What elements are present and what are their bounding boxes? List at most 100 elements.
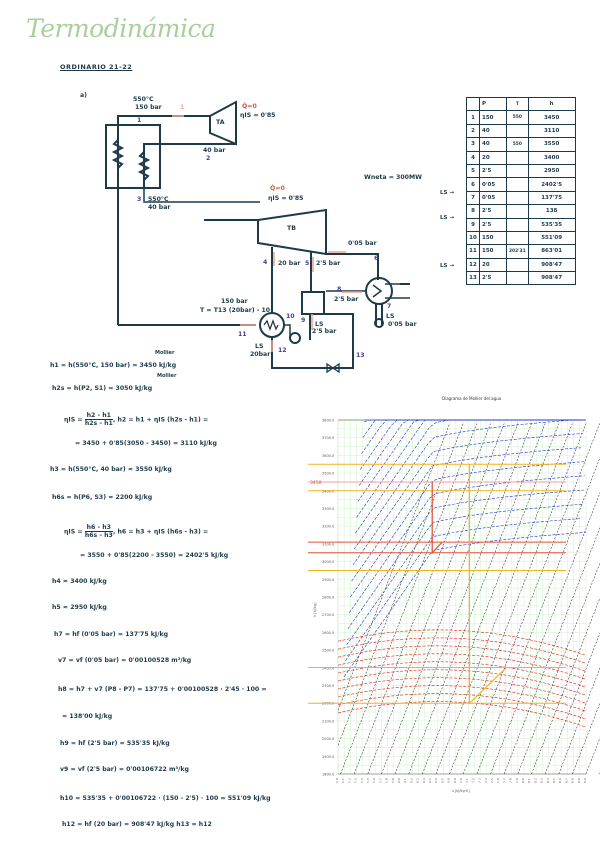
deaerator (301, 291, 325, 315)
quality-line (337, 685, 587, 712)
equation-line: = 3550 + 0'85(2200 - 3550) = 2402'5 kJ/k… (80, 552, 229, 559)
equation-line: h9 = hf (2'5 bar) = 535'35 kJ/kg (60, 740, 170, 747)
table-cell: 40 (479, 137, 507, 152)
isobar-line (337, 423, 464, 746)
quality-line (337, 701, 587, 728)
problem-label: a) (80, 92, 88, 99)
x-tick-label: 7.9 (515, 778, 519, 783)
y-tick-label: 2900.0 (322, 578, 334, 582)
heater-temp: T = T13 (20bar) - 10 (200, 307, 271, 314)
expansion-valve (326, 362, 340, 374)
x-tick-label: 6.0 (397, 778, 401, 783)
quality-line (337, 669, 587, 696)
equation-line: h3 = h(550°C, 40 bar) ≈ 3550 kJ/kg (50, 466, 172, 473)
x-tick-label: 5.9 (391, 778, 395, 783)
state3-temp: 550°C (148, 196, 169, 203)
exam-subtitle: ORDINARIO 21-22 (60, 63, 133, 71)
state-6-label: 6 (374, 255, 379, 262)
chart-title: Diagrama de Mollier del agua (442, 396, 502, 401)
equation-line: = 138'00 kJ/kg (62, 713, 113, 720)
equation-line: h5 ≈ 2950 kJ/kg (52, 604, 107, 611)
table-cell: 2'5 (479, 271, 507, 286)
isotherm-line (363, 419, 582, 423)
x-tick-label: 7.5 (490, 778, 494, 783)
x-tick-label: 5.1 (341, 778, 345, 783)
table-cell: 150 (479, 110, 507, 125)
x-tick-label: 6.5 (428, 778, 432, 783)
x-axis-label: s [kJ/kg·K] (452, 789, 470, 793)
x-tick-label: 8.2 (533, 778, 537, 783)
equation-line: = 3450 + 0'85(3050 - 3450) = 3110 kJ/kg (75, 440, 217, 447)
lp-turbine-q: Q̇=0 (270, 185, 285, 192)
x-tick-label: 5.5 (366, 778, 370, 783)
table-cell: 2402'5 (527, 177, 576, 192)
y-tick-label: 3100.0 (322, 542, 334, 546)
condenser-symbol (372, 284, 383, 298)
x-tick-label: 8.7 (564, 778, 568, 783)
heater-ls-press: 20bar (250, 351, 271, 358)
boiler (105, 124, 161, 189)
y-tick-label: 1800.0 (322, 773, 334, 777)
heater-coil (263, 319, 279, 331)
quality-line (337, 637, 587, 664)
isotherm-line (356, 419, 586, 518)
x-tick-label: 8.0 (521, 778, 525, 783)
y-tick-label: 2300.0 (322, 684, 334, 688)
y-tick-label: 2000.0 (322, 737, 334, 741)
x-tick-label: 6.6 (434, 778, 438, 783)
isotherm-line (353, 419, 584, 550)
isobar-line (476, 456, 600, 775)
state-2-label: 2 (206, 155, 211, 162)
ls-marker-7: LS → (440, 190, 454, 196)
isotherm-line (343, 532, 587, 677)
x-tick-label: 8.5 (552, 778, 556, 783)
isobar-line (490, 492, 600, 775)
x-tick-label: 8.4 (546, 778, 550, 783)
equation-line: h7 = hf (0'05 bar) = 137'75 kJ/kg (54, 631, 169, 638)
x-tick-label: 6.1 (403, 778, 407, 783)
x-tick-label: 5.8 (385, 778, 389, 783)
mollier-note: Mollier (157, 373, 177, 379)
equation-line: h4 ≈ 3400 kJ/kg (52, 578, 107, 585)
state-1-label: 1 (137, 117, 142, 124)
y-tick-label: 2100.0 (322, 719, 334, 723)
y-tick-label: 3500.0 (322, 472, 334, 476)
state-13-label: 13 (356, 352, 365, 359)
state-3-label: 3 (137, 196, 142, 203)
ls-marker-9: LS → (440, 215, 454, 221)
x-tick-label: 7.3 (478, 778, 482, 783)
state-11-label: 11 (238, 331, 247, 338)
header-cell: h (527, 96, 576, 112)
x-tick-label: 6.8 (447, 778, 451, 783)
deaerator-ls: LS (315, 321, 324, 328)
x-tick-label: 5.6 (372, 778, 376, 783)
heater-press: 150 bar (221, 298, 248, 305)
extraction4-press: 20 bar (278, 260, 301, 267)
state-8-label: 8 (337, 286, 342, 293)
state3-press: 40 bar (148, 204, 171, 211)
isotherm-line (345, 518, 582, 661)
x-tick-label: 7.2 (471, 778, 475, 783)
x-tick-label: 5.4 (360, 778, 364, 783)
equation-line: h10 = 535'35 + 0'00106722 · (150 - 2'5) … (60, 795, 271, 802)
condenser-ls: LS (386, 313, 395, 320)
pipe-3a (143, 188, 260, 203)
isobar-line (463, 423, 600, 775)
page-title: Termodinámica (26, 14, 216, 43)
state-10-label: 10 (286, 313, 295, 320)
x-tick-label: 5.7 (378, 778, 382, 783)
state1-press: 150 bar (135, 104, 162, 111)
y-tick-label: 2500.0 (322, 649, 334, 653)
table-cell: 3450 (527, 110, 576, 125)
heater-ls: LS (255, 343, 264, 350)
y-tick-label: 3000.0 (322, 560, 334, 564)
x-tick-label: 5.2 (347, 778, 351, 783)
isobar-line (544, 632, 600, 775)
